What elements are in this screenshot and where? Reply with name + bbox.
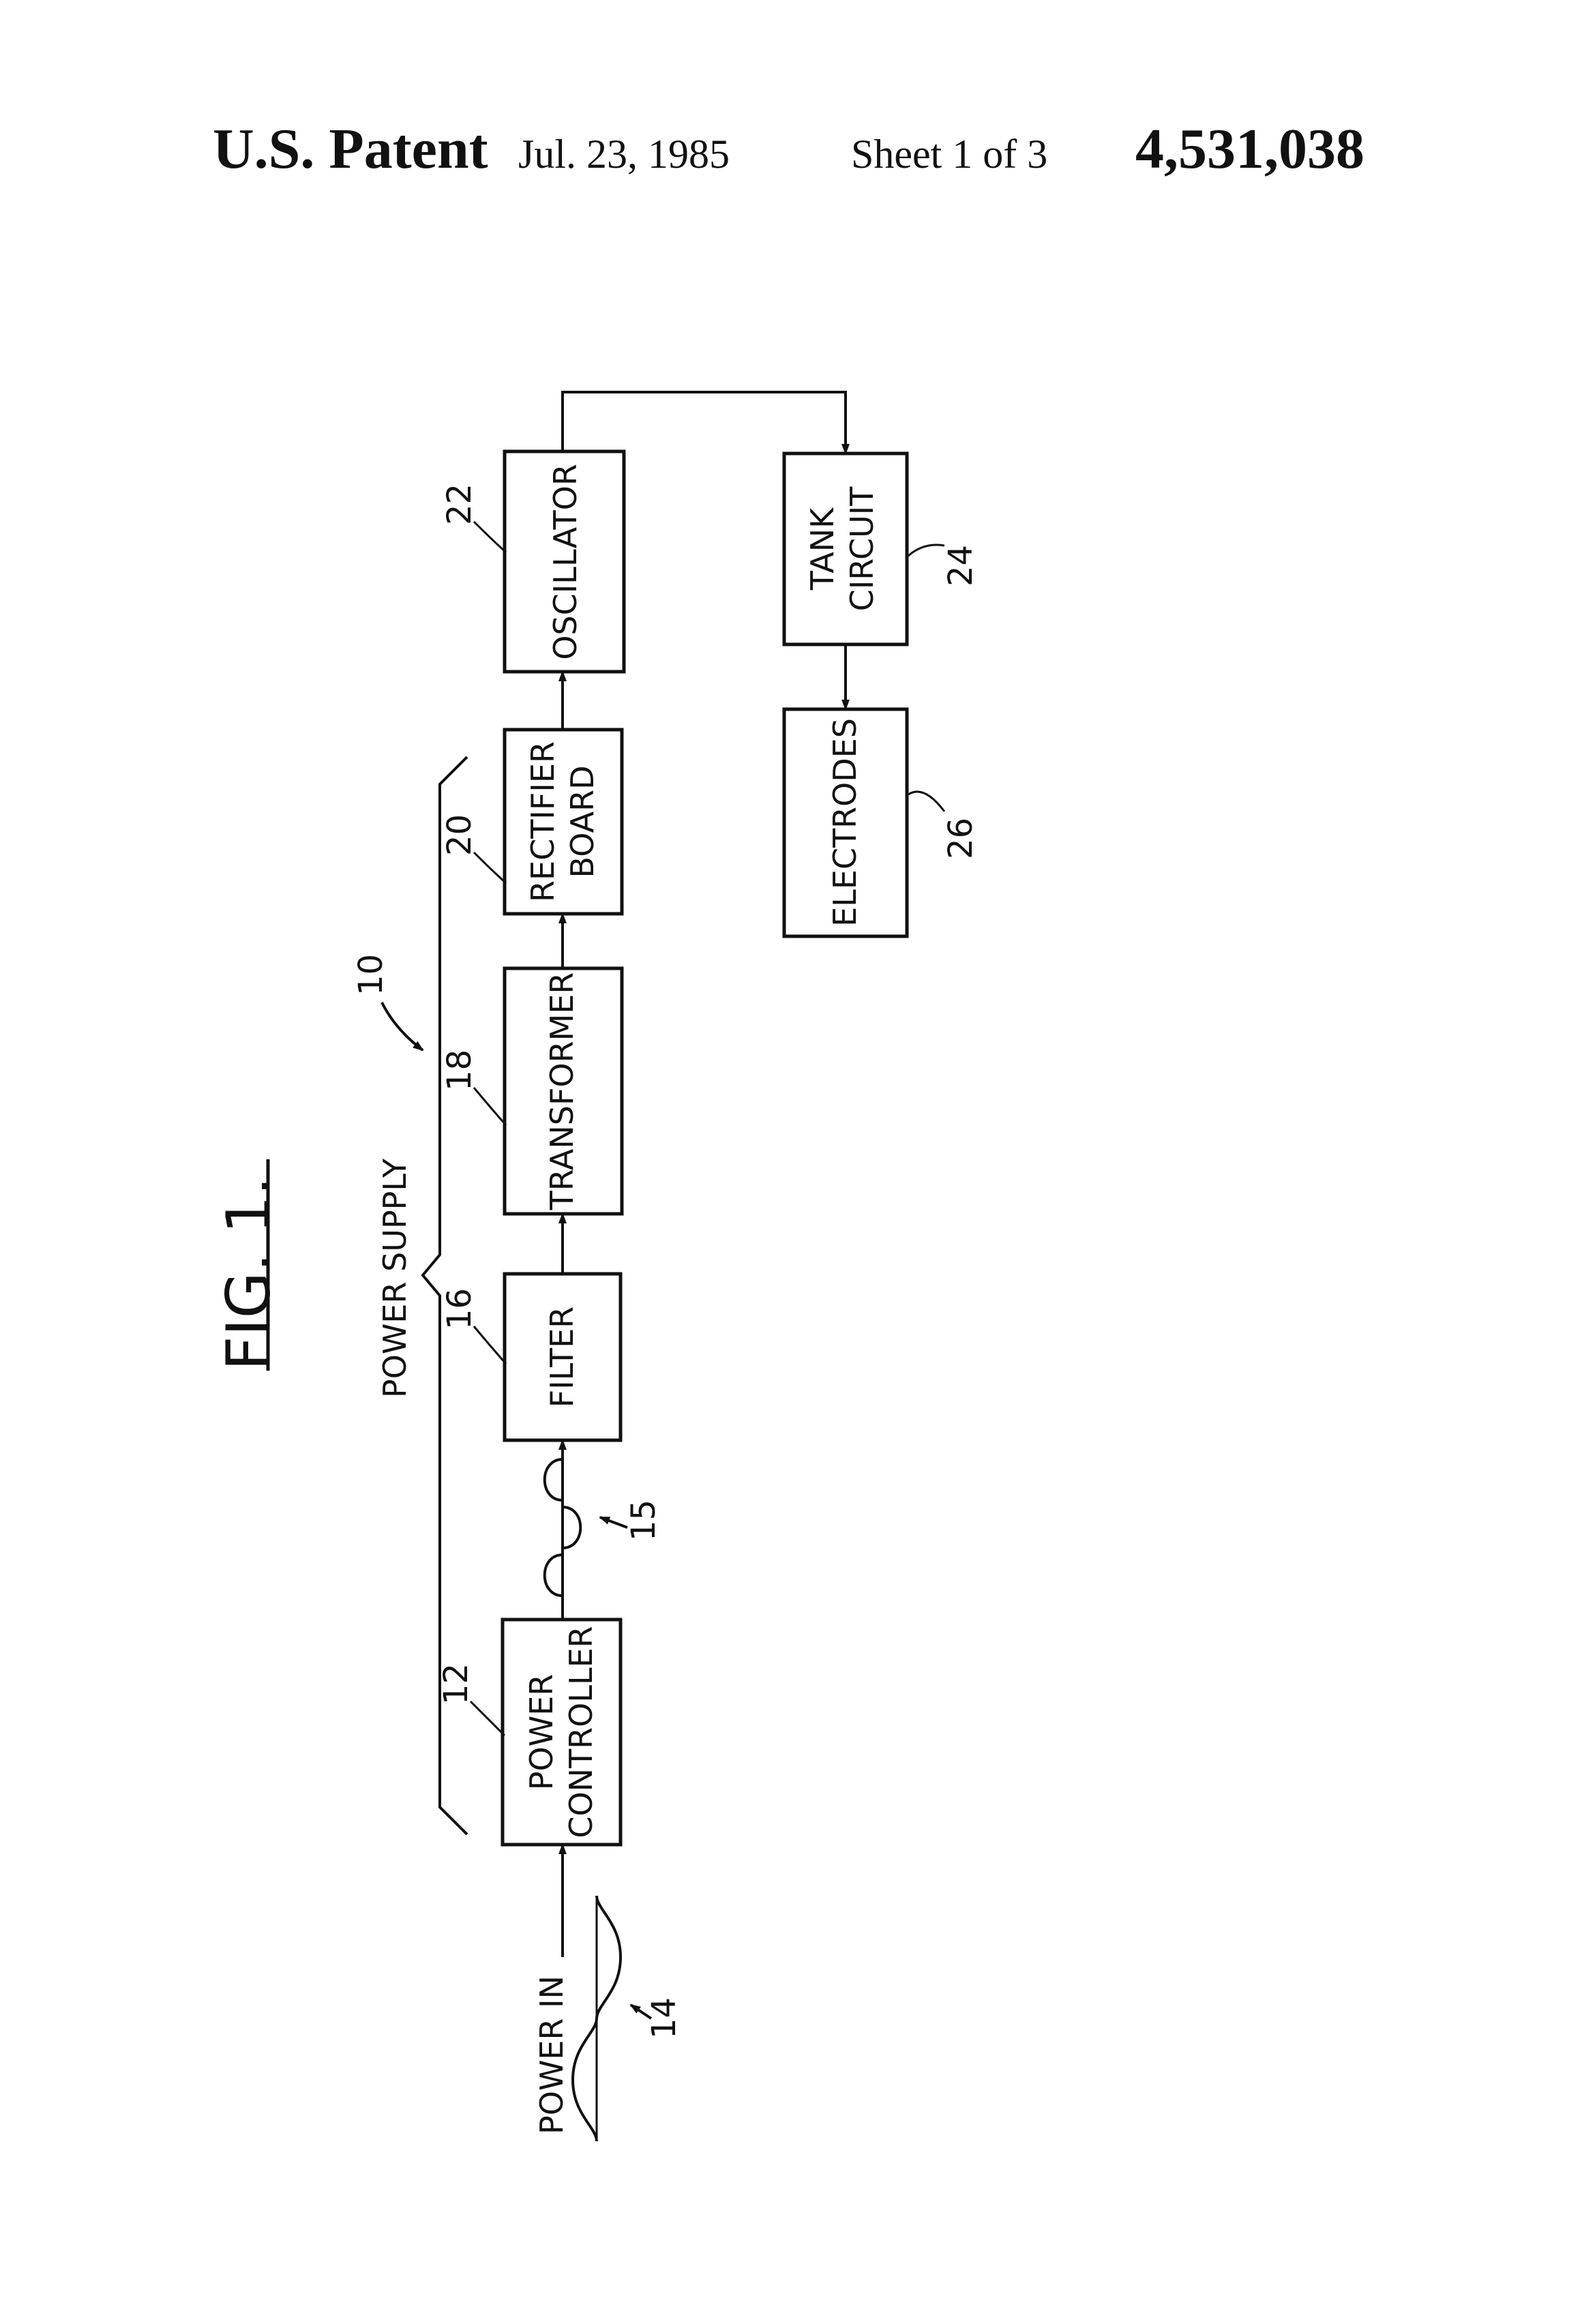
svg-text:26: 26	[942, 818, 980, 859]
oscillator-leader	[474, 522, 506, 552]
svg-text:16: 16	[441, 1288, 479, 1330]
svg-text:RECTIFIER: RECTIFIER	[524, 741, 561, 902]
svg-text:10: 10	[352, 954, 390, 996]
svg-text:12: 12	[437, 1663, 475, 1705]
svg-text:CONTROLLER: CONTROLLER	[563, 1626, 599, 1838]
filter-leader	[474, 1326, 506, 1364]
svg-text:CIRCUIT: CIRCUIT	[844, 486, 880, 612]
svg-text:15: 15	[625, 1500, 663, 1541]
svg-text:TANK: TANK	[804, 507, 841, 591]
svg-text:POWER: POWER	[523, 1674, 560, 1790]
svg-text:POWER IN: POWER IN	[533, 1976, 570, 2134]
svg-text:POWER SUPPLY: POWER SUPPLY	[376, 1158, 413, 1398]
power-controller-block	[503, 1620, 621, 1845]
figure-title: FIG. 1.	[213, 1176, 284, 1371]
power-in-label: POWER IN	[533, 1976, 570, 2134]
electrodes-ref: 26	[942, 818, 980, 859]
svg-text:18: 18	[441, 1049, 479, 1091]
filter-ref: 16	[441, 1288, 479, 1330]
power-controller-ref: 12	[437, 1663, 475, 1705]
svg-text:22: 22	[441, 483, 479, 525]
transformer-leader	[474, 1088, 506, 1125]
svg-text:24: 24	[942, 545, 980, 586]
transformer-label: TRANSFORMER	[543, 972, 580, 1211]
power-controller-label: POWER CONTROLLER	[523, 1626, 599, 1838]
electrodes-label: ELECTRODES	[826, 718, 863, 927]
tank-circuit-label: TANK CIRCUIT	[804, 486, 880, 612]
svg-text:TRANSFORMER: TRANSFORMER	[543, 972, 580, 1211]
rectifier-board-block	[505, 730, 622, 914]
power-supply-label: POWER SUPPLY	[376, 1158, 413, 1398]
svg-text:FIG. 1.: FIG. 1.	[213, 1176, 284, 1371]
svg-text:ELECTRODES: ELECTRODES	[826, 718, 863, 927]
tank-circuit-leader	[908, 545, 944, 556]
power-controller-leader	[471, 1701, 505, 1735]
waveform-ref-arrow	[600, 1517, 627, 1528]
svg-text:BOARD: BOARD	[564, 766, 601, 878]
svg-text:20: 20	[441, 814, 479, 856]
waveform-ref: 15	[625, 1500, 663, 1541]
svg-text:OSCILLATOR: OSCILLATOR	[547, 464, 584, 660]
oscillator-to-tank-line	[563, 392, 846, 453]
svg-text:FILTER: FILTER	[543, 1307, 580, 1407]
power-supply-ref-arrow	[382, 1002, 423, 1050]
power-supply-ref: 10	[352, 954, 390, 996]
electrodes-leader	[908, 792, 944, 811]
rectifier-board-ref: 20	[441, 814, 479, 856]
oscillator-label: OSCILLATOR	[547, 464, 584, 660]
oscillator-ref: 22	[441, 483, 479, 525]
transformer-ref: 18	[441, 1049, 479, 1091]
tank-circuit-ref: 24	[942, 545, 980, 586]
filter-label: FILTER	[543, 1307, 580, 1407]
rectifier-board-label: RECTIFIER BOARD	[524, 741, 601, 902]
rectifier-board-leader	[474, 852, 506, 883]
